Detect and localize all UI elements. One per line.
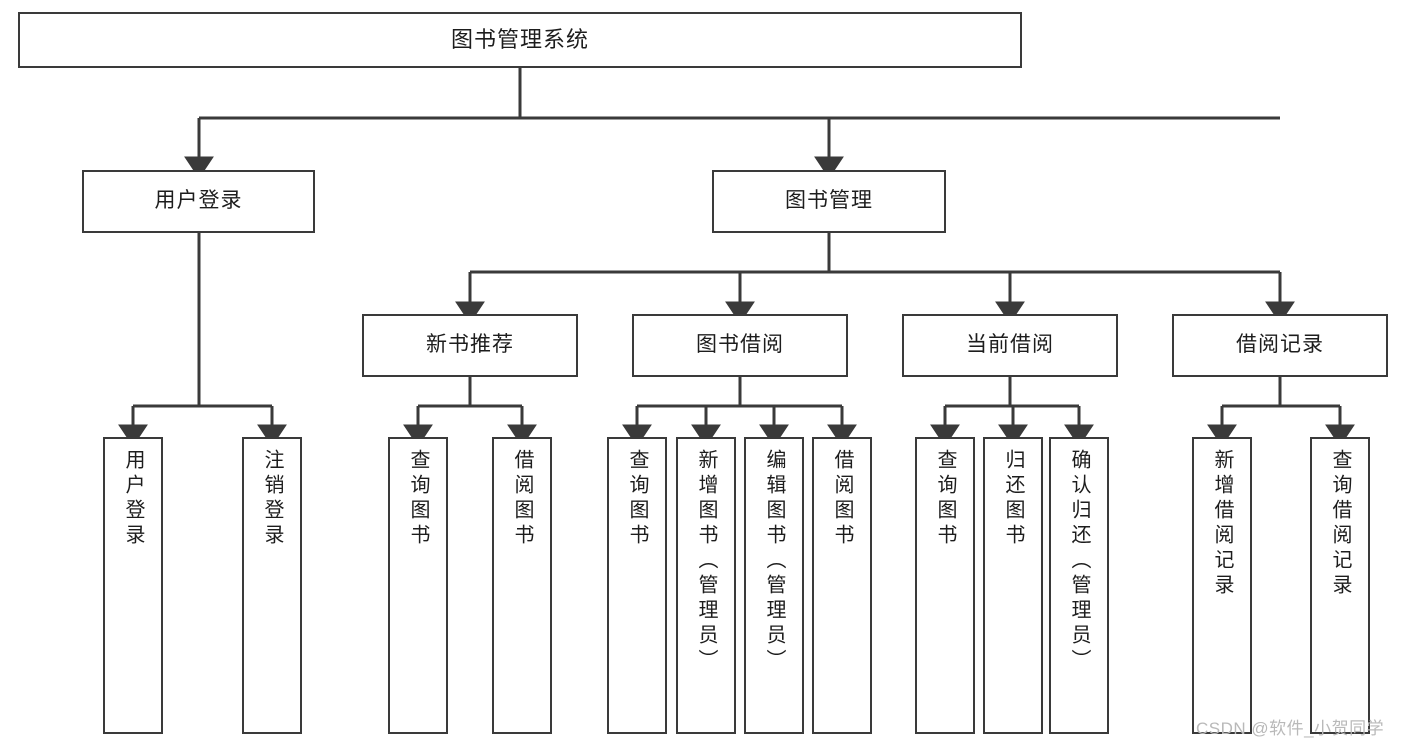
node-leaf-user-logout[interactable]: 注销登录 bbox=[242, 437, 302, 734]
node-borrow-record[interactable]: 借阅记录 bbox=[1172, 314, 1388, 377]
node-book-borrow[interactable]: 图书借阅 bbox=[632, 314, 848, 377]
node-leaf-cur-query-book[interactable]: 查询图书 bbox=[915, 437, 975, 734]
node-leaf-cur-return-book[interactable]: 归还图书 bbox=[983, 437, 1043, 734]
node-leaf-borrow-add-book[interactable]: 新增图书（管理员） bbox=[676, 437, 736, 734]
node-label: 归还图书 bbox=[1002, 449, 1024, 549]
node-label: 查询借阅记录 bbox=[1329, 449, 1351, 599]
node-leaf-borrow-edit-book[interactable]: 编辑图书（管理员） bbox=[744, 437, 804, 734]
node-label: 借阅图书 bbox=[511, 449, 533, 549]
node-label: 查询图书 bbox=[626, 449, 648, 549]
node-root[interactable]: 图书管理系统 bbox=[18, 12, 1022, 68]
node-user-login[interactable]: 用户登录 bbox=[82, 170, 315, 233]
node-current-borrow[interactable]: 当前借阅 bbox=[902, 314, 1118, 377]
node-label: 借阅记录 bbox=[1236, 333, 1324, 357]
node-label: 新书推荐 bbox=[426, 333, 514, 357]
node-label: 当前借阅 bbox=[966, 333, 1054, 357]
node-new-book-rec[interactable]: 新书推荐 bbox=[362, 314, 578, 377]
node-label: 新增图书（管理员） bbox=[695, 449, 717, 674]
node-label: 确认归还（管理员） bbox=[1068, 449, 1090, 674]
node-leaf-rec-add-record[interactable]: 新增借阅记录 bbox=[1192, 437, 1252, 734]
node-leaf-rec-borrow-book[interactable]: 借阅图书 bbox=[492, 437, 552, 734]
node-leaf-cur-confirm-return[interactable]: 确认归还（管理员） bbox=[1049, 437, 1109, 734]
node-book-manage[interactable]: 图书管理 bbox=[712, 170, 946, 233]
node-label: 查询图书 bbox=[407, 449, 429, 549]
node-label: 查询图书 bbox=[934, 449, 956, 549]
node-label: 新增借阅记录 bbox=[1211, 449, 1233, 599]
node-label: 图书借阅 bbox=[696, 333, 784, 357]
node-leaf-rec-query-record[interactable]: 查询借阅记录 bbox=[1310, 437, 1370, 734]
watermark: CSDN @软件_小贺同学 bbox=[1196, 719, 1385, 738]
node-label: 图书管理系统 bbox=[450, 27, 589, 53]
node-leaf-rec-query-book[interactable]: 查询图书 bbox=[388, 437, 448, 734]
node-label: 编辑图书（管理员） bbox=[763, 449, 785, 674]
node-leaf-borrow-borrow-book[interactable]: 借阅图书 bbox=[812, 437, 872, 734]
node-label: 图书管理 bbox=[785, 189, 873, 213]
node-leaf-borrow-query-book[interactable]: 查询图书 bbox=[607, 437, 667, 734]
node-label: 注销登录 bbox=[261, 449, 283, 549]
node-label: 用户登录 bbox=[154, 189, 243, 213]
node-label: 用户登录 bbox=[122, 449, 144, 549]
node-label: 借阅图书 bbox=[831, 449, 853, 549]
node-leaf-user-login[interactable]: 用户登录 bbox=[103, 437, 163, 734]
